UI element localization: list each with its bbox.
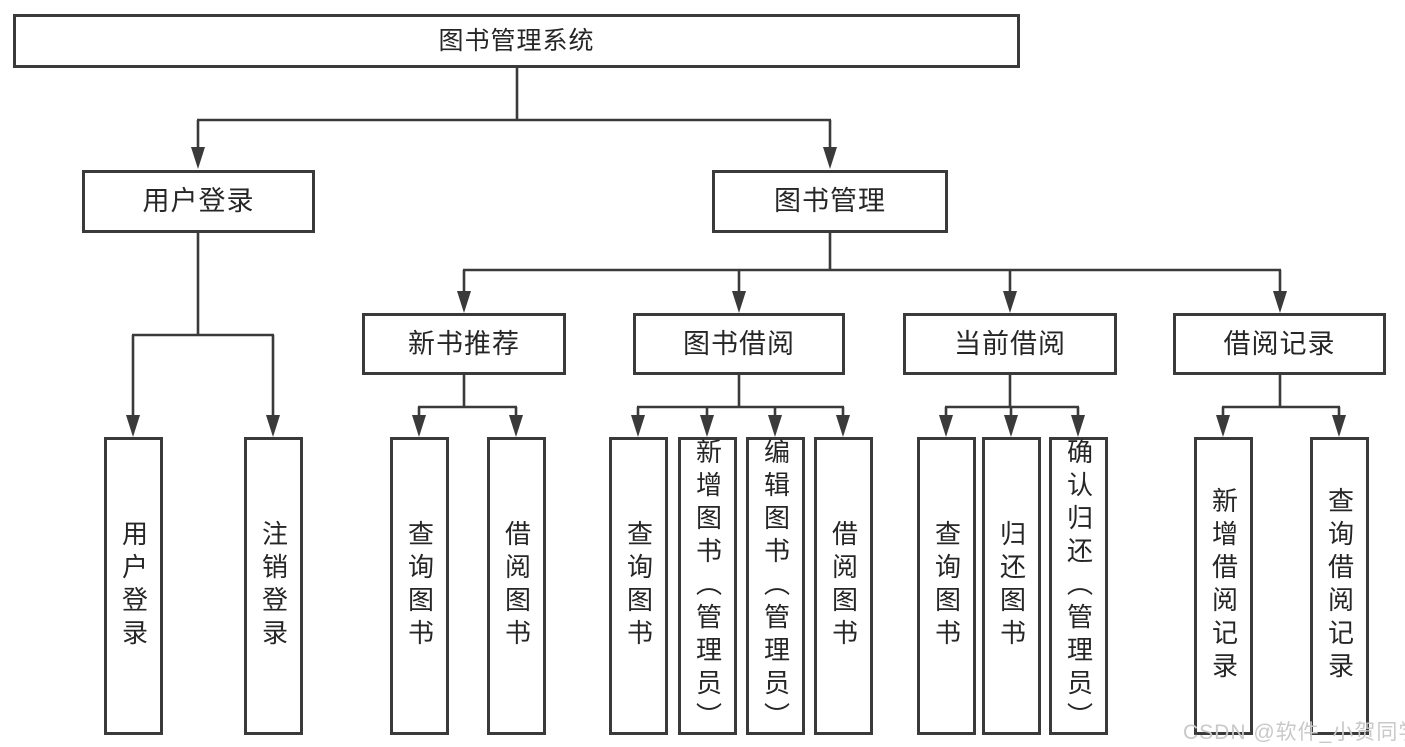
node-library-management-system: 图书管理系统 [13,14,1020,68]
node-label: 查询图书 [931,520,962,652]
node-label: 查询图书 [623,520,654,652]
node-new-book-recommend: 新书推荐 [362,313,566,375]
leaf-borrow-books-borrowing: 借阅图书 [814,437,873,735]
leaf-confirm-return-admin: 确认归还（管理员） [1049,437,1108,735]
node-label: 归还图书 [996,520,1027,652]
node-borrowing-records: 借阅记录 [1173,313,1386,375]
csdn-watermark: CSDN @软件_小贺同学 [1183,721,1405,744]
leaf-query-books-borrowing: 查询图书 [609,437,668,735]
node-book-management: 图书管理 [712,170,948,233]
node-label: 编辑图书（管理员） [760,437,791,735]
node-current-borrowing: 当前借阅 [903,313,1117,375]
node-label: 用户登录 [118,520,149,652]
node-label: 新增借阅记录 [1208,487,1239,685]
node-label: 注销登录 [258,520,289,652]
leaf-add-book-admin: 新增图书（管理员） [678,437,737,735]
node-label: 新增图书（管理员） [692,437,723,735]
node-user-login: 用户登录 [82,170,315,233]
leaf-query-borrow-record: 查询借阅记录 [1310,437,1369,735]
arrowheads [126,147,1346,437]
leaf-query-books-recommend: 查询图书 [390,437,449,735]
node-book-borrowing: 图书借阅 [633,313,845,375]
node-label: 查询借阅记录 [1324,487,1355,685]
leaf-return-books: 归还图书 [982,437,1041,735]
leaf-edit-book-admin: 编辑图书（管理员） [746,437,805,735]
node-label: 借阅图书 [501,520,532,652]
leaf-query-books-current: 查询图书 [917,437,976,735]
node-label: 查询图书 [404,520,435,652]
connector-segments [131,68,1341,418]
node-label: 确认归还（管理员） [1063,437,1094,735]
leaf-borrow-books-recommend: 借阅图书 [487,437,546,735]
leaf-add-borrow-record: 新增借阅记录 [1194,437,1253,735]
node-label: 借阅图书 [828,520,859,652]
leaf-logout: 注销登录 [244,437,303,735]
leaf-user-login: 用户登录 [104,437,163,735]
